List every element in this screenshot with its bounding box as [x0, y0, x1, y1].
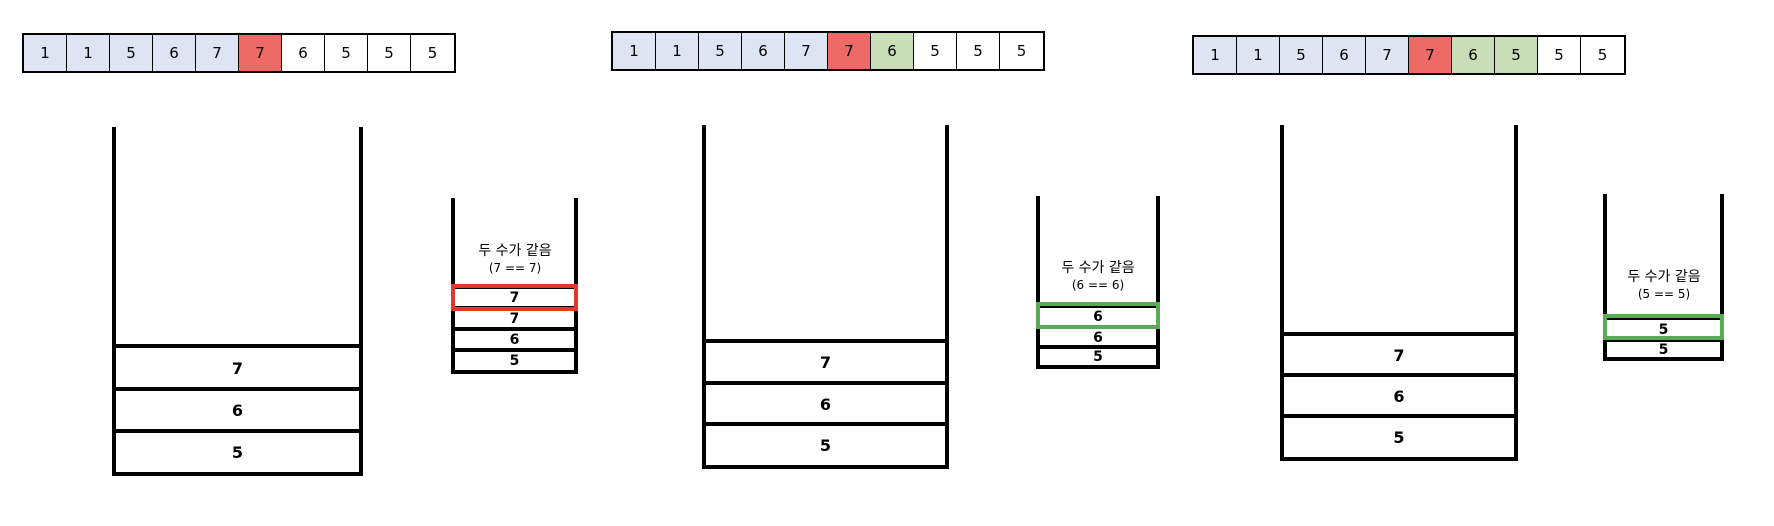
match-highlight	[1036, 302, 1160, 329]
match-highlight	[451, 284, 578, 311]
array-cell: 5	[957, 33, 1000, 69]
array-cell: 1	[613, 33, 656, 69]
array-cell: 5	[110, 35, 153, 71]
array-cell: 1	[1194, 37, 1237, 73]
array-cell: 5	[914, 33, 957, 69]
small-stack-item: 5	[1607, 338, 1720, 358]
array-cell: 6	[1323, 37, 1366, 73]
array-cell: 1	[67, 35, 110, 71]
array-row: 1 1 5 6 7 7 6 5 5 5	[22, 33, 456, 73]
note-expression: (7 == 7)	[488, 260, 542, 275]
stack-item: 6	[706, 381, 945, 423]
array-cell: 7	[196, 35, 239, 71]
array-cell: 1	[24, 35, 67, 71]
note-expression: (6 == 6)	[1071, 277, 1125, 292]
array-cell: 5	[1538, 37, 1581, 73]
array-cell: 1	[1237, 37, 1280, 73]
stack-item: 6	[1284, 373, 1514, 415]
note-text: 두 수가 같음	[478, 243, 552, 259]
array-cell: 5	[411, 35, 454, 71]
small-stack: 5 5	[1603, 194, 1724, 361]
big-stack: 7 6 5	[1280, 125, 1518, 461]
array-cell-matched: 6	[1452, 37, 1495, 73]
array-cell-current: 7	[239, 35, 282, 71]
array-cell: 6	[282, 35, 325, 71]
stack-item: 7	[1284, 332, 1514, 374]
small-stack-item: 6	[1040, 304, 1156, 326]
array-cell: 5	[325, 35, 368, 71]
array-cell: 5	[699, 33, 742, 69]
stack-item: 6	[116, 387, 359, 430]
small-stack-item: 5	[1607, 316, 1720, 339]
panel-1: 1 1 5 6 7 7 6 5 5 5 7 6 5 두 수가 같음 (7 == …	[0, 0, 600, 526]
small-stack-item: 6	[455, 327, 574, 349]
big-stack: 7 6 5	[112, 127, 363, 476]
stack-item: 5	[706, 422, 945, 465]
small-stack-item: 5	[455, 348, 574, 370]
array-cell: 6	[742, 33, 785, 69]
comparison-note: 두 수가 같음 (5 == 5)	[1604, 269, 1724, 302]
array-cell: 7	[1366, 37, 1409, 73]
small-stack-item: 5	[1040, 345, 1156, 365]
note-expression: (5 == 5)	[1637, 286, 1691, 301]
array-cell-current: 7	[828, 33, 871, 69]
match-highlight	[1603, 314, 1724, 340]
array-cell: 5	[1581, 37, 1624, 73]
array-cell: 1	[656, 33, 699, 69]
array-row: 1 1 5 6 7 7 6 5 5 5	[1192, 35, 1626, 75]
stack-item: 7	[706, 339, 945, 382]
array-cell: 5	[1280, 37, 1323, 73]
array-cell: 5	[1000, 33, 1043, 69]
array-row: 1 1 5 6 7 7 6 5 5 5	[611, 31, 1045, 71]
stack-item: 5	[1284, 414, 1514, 457]
array-cell: 7	[785, 33, 828, 69]
comparison-note: 두 수가 같음 (7 == 7)	[453, 243, 577, 276]
big-stack: 7 6 5	[702, 125, 949, 469]
comparison-note: 두 수가 같음 (6 == 6)	[1038, 260, 1158, 293]
array-cell-current: 7	[1409, 37, 1452, 73]
array-cell: 5	[368, 35, 411, 71]
array-cell-matched: 6	[871, 33, 914, 69]
panel-2: 1 1 5 6 7 7 6 5 5 5 7 6 5 두 수가 같음 (6 == …	[611, 31, 1160, 469]
array-cell-matched: 5	[1495, 37, 1538, 73]
stack-item: 5	[116, 429, 359, 472]
note-text: 두 수가 같음	[1061, 260, 1135, 276]
stack-item: 7	[116, 344, 359, 388]
note-text: 두 수가 같음	[1627, 269, 1701, 285]
array-cell: 6	[153, 35, 196, 71]
